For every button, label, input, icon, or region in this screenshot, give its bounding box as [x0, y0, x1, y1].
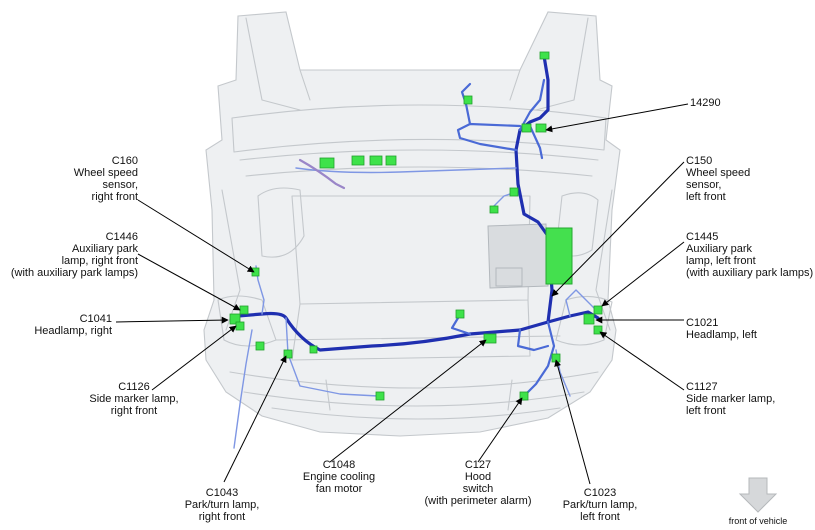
leader-c1445 — [601, 241, 685, 307]
harness-cowl-cross — [295, 167, 517, 174]
c1043-label-line: Park/turn lamp, — [185, 499, 260, 511]
vehicle-body-drawing — [203, 11, 621, 437]
connector-c1021 — [583, 313, 595, 325]
c1445-label-line: lamp, left front — [686, 255, 756, 267]
c1446-label-line: lamp, right front — [62, 255, 138, 267]
front-of-vehicle-indicator: front of vehicle — [729, 477, 788, 526]
connector-c1445 — [593, 305, 603, 315]
c160-label-line: C160 — [112, 155, 138, 167]
c1041-label-line: Headlamp, right — [34, 325, 112, 337]
c127-label-line: (with perimeter alarm) — [425, 495, 532, 507]
c1126-label-line: C1126 — [118, 381, 150, 393]
callout-c14290: 14290 — [690, 97, 721, 109]
c1127-label-line: C1127 — [686, 381, 718, 393]
c1446-label-line: Auxiliary park — [72, 243, 139, 255]
c1048-label-line: C1048 — [323, 459, 355, 471]
cowl-panel — [231, 104, 607, 153]
c1043-label-line: C1043 — [206, 487, 238, 499]
right-headlamp-housing — [217, 295, 277, 347]
leader-lines — [115, 103, 689, 485]
c127-label-line: C127 — [465, 459, 491, 471]
c150-label-line: Wheel speed — [686, 167, 750, 179]
c1126-label-line: Side marker lamp, — [89, 393, 178, 405]
c1023-label-line: C1023 — [584, 487, 616, 499]
harness-cowl-branch — [514, 54, 554, 292]
c1048-label-line: fan motor — [316, 483, 363, 495]
c1446-label-line: (with auxiliary park lamps) — [11, 267, 138, 279]
connector-c1446 — [239, 305, 249, 315]
connector-c1043 — [283, 349, 293, 359]
c127-label-line: switch — [463, 483, 494, 495]
leader-c1023 — [554, 359, 591, 485]
c1445-label-line: (with auxiliary park lamps) — [686, 267, 813, 279]
connector-c1041 — [229, 313, 241, 325]
c160-label-line: Wheel speed — [74, 167, 138, 179]
leader-c1043 — [223, 355, 287, 483]
c160-label-line: right front — [92, 191, 138, 203]
c150-label-line: sensor, — [686, 179, 721, 191]
c1023-label-line: left front — [580, 511, 620, 523]
leader-c14290 — [545, 103, 689, 133]
c1021-label-line: Headlamp, left — [686, 329, 757, 341]
c1127-label-line: left front — [686, 405, 726, 417]
c1445-label-line: Auxiliary park — [686, 243, 753, 255]
leader-c1127 — [599, 331, 685, 391]
c1021-label-line: C1021 — [686, 317, 718, 329]
c150-label-line: C150 — [686, 155, 712, 167]
leader-c1048 — [329, 339, 487, 463]
front-of-vehicle-arrow-icon — [738, 477, 778, 513]
leader-c160 — [137, 199, 255, 273]
c1043-label-line: right front — [199, 511, 245, 523]
front-of-vehicle-label: front of vehicle — [729, 516, 788, 526]
connector-block-large — [545, 227, 573, 285]
front-end-outline — [203, 11, 621, 437]
connector-markers — [229, 51, 603, 401]
connector-c1048 — [483, 333, 497, 344]
c1127-label-line: Side marker lamp, — [686, 393, 775, 405]
c127-label-line: Hood — [465, 471, 491, 483]
c1041-label-line: C1041 — [80, 313, 112, 325]
harness-cowl-violet — [298, 158, 346, 190]
leader-c1041 — [115, 316, 229, 324]
c160-label-line: sensor, — [103, 179, 138, 191]
connector-c1126 — [235, 321, 245, 331]
front-bumper — [229, 371, 599, 389]
c1048-label-line: Engine cooling — [303, 471, 375, 483]
c150-label-line: left front — [686, 191, 726, 203]
connector-c150 — [509, 187, 519, 197]
leader-c127 — [477, 397, 523, 463]
c1023-label-line: Park/turn lamp, — [563, 499, 638, 511]
c1445-label-line: C1445 — [686, 231, 718, 243]
connector-c1127 — [593, 325, 603, 335]
leader-c1446 — [137, 253, 241, 311]
c1126-label-line: right front — [111, 405, 157, 417]
leader-c150 — [551, 161, 685, 297]
leader-c1126 — [151, 325, 237, 391]
c1446-label-line: C1446 — [106, 231, 138, 243]
harness-main-trunk — [284, 288, 554, 352]
c14290-label-line: 14290 — [690, 97, 721, 109]
connector-c14290 — [535, 123, 547, 133]
connector-c127 — [519, 391, 529, 401]
connector-c160 — [251, 267, 260, 277]
right-shock-tower — [257, 187, 305, 258]
